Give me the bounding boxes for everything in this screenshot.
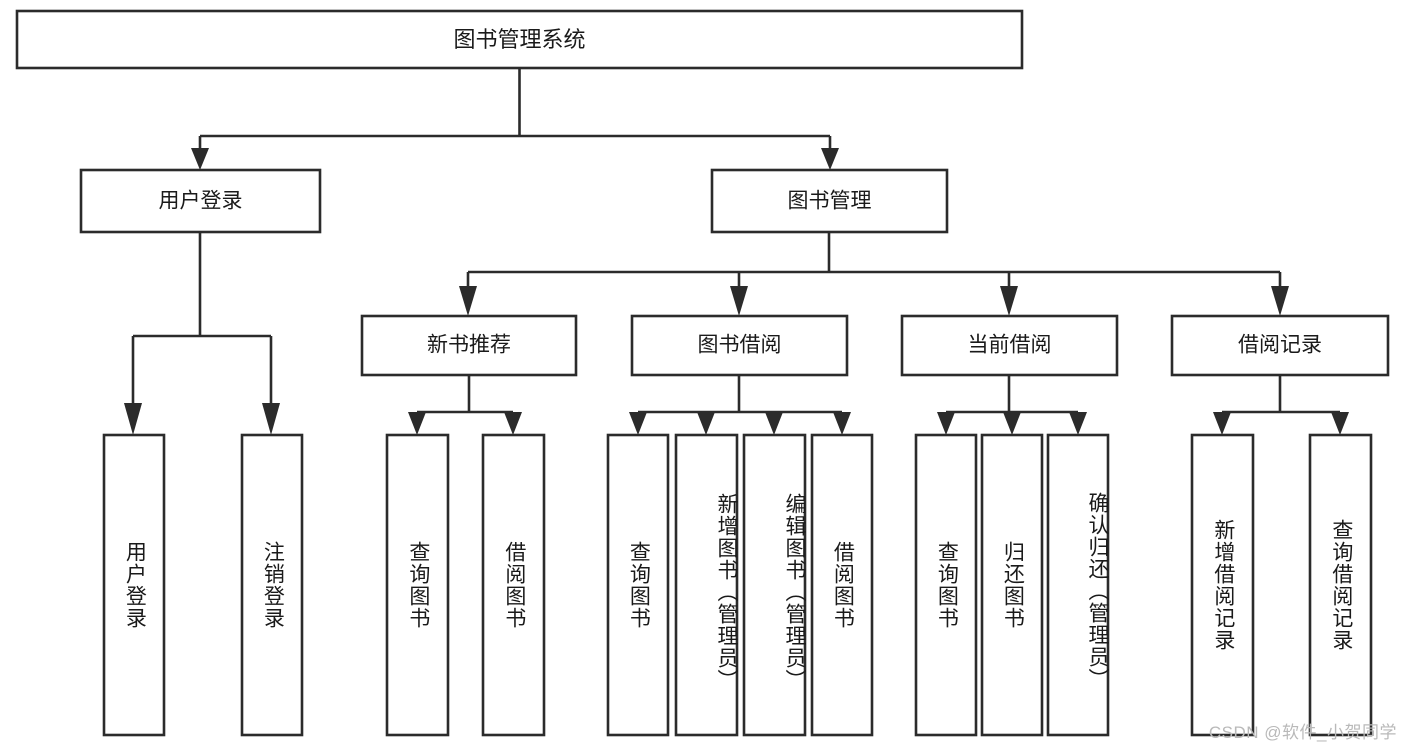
watermark-text: CSDN @软件_小贺同学: [1208, 723, 1397, 742]
node-borrow-record-box[interactable]: [1170, 314, 1390, 377]
arrow-head-icon: [124, 403, 142, 435]
arrow-head-icon: [629, 412, 647, 435]
leaf-logout-login-box[interactable]: [240, 433, 304, 737]
arrow-head-icon: [1213, 412, 1231, 435]
node-root-label: 图书管理系统: [453, 27, 585, 52]
node-borrow-record[interactable]: 借阅记录: [1170, 314, 1390, 377]
node-current-borrow-label: 当前借阅: [968, 334, 1052, 357]
arrow-head-icon: [1003, 412, 1021, 435]
leaf-borrow-book-2-box[interactable]: [810, 433, 874, 737]
arrow-head-icon: [765, 412, 783, 435]
leaf-add-book-box[interactable]: [674, 433, 739, 737]
arrow-head-icon: [937, 412, 955, 435]
leaf-query-book-2-box[interactable]: [606, 433, 670, 737]
leaf-borrow-book-1-box[interactable]: [481, 433, 546, 737]
arrow-head-icon: [833, 412, 851, 435]
arrow-head-icon: [262, 403, 280, 435]
node-book-borrow-label: 图书借阅: [698, 334, 782, 357]
arrow-head-icon: [1069, 412, 1087, 435]
arrow-head-icon: [1271, 286, 1289, 316]
node-borrow-record-label: 借阅记录: [1238, 334, 1322, 357]
node-root-box[interactable]: [15, 9, 1024, 70]
leaf-user-login-box[interactable]: [102, 433, 166, 737]
arrow-head-icon: [730, 286, 748, 316]
node-book-borrow-box[interactable]: [630, 314, 849, 377]
arrow-head-icon: [1331, 412, 1349, 435]
node-new-book-recommend-label: 新书推荐: [427, 334, 511, 357]
node-book-manage[interactable]: 图书管理: [710, 168, 949, 234]
leaf-query-borrow-record-box[interactable]: [1308, 433, 1373, 737]
arrow-head-icon: [191, 148, 209, 170]
node-new-book-recommend-box[interactable]: [360, 314, 578, 377]
arrow-head-icon: [408, 412, 426, 435]
leaf-return-book-box[interactable]: [980, 433, 1044, 737]
node-user-login[interactable]: 用户登录: [79, 168, 322, 234]
leaf-query-book-3-box[interactable]: [914, 433, 978, 737]
arrow-head-icon: [697, 412, 715, 435]
node-current-borrow-box[interactable]: [900, 314, 1119, 377]
leaf-edit-book-box[interactable]: [742, 433, 807, 737]
node-book-borrow[interactable]: 图书借阅: [630, 314, 849, 377]
arrow-head-icon: [1000, 286, 1018, 316]
node-book-manage-label: 图书管理: [788, 190, 872, 213]
node-user-login-label: 用户登录: [159, 190, 243, 213]
leaf-confirm-return-box[interactable]: [1046, 433, 1110, 737]
arrow-head-icon: [821, 148, 839, 170]
arrow-head-icon: [504, 412, 522, 435]
leaf-add-borrow-record-box[interactable]: [1190, 433, 1255, 737]
node-root[interactable]: 图书管理系统: [15, 9, 1024, 70]
node-new-book-recommend[interactable]: 新书推荐: [360, 314, 578, 377]
node-book-manage-box[interactable]: [710, 168, 949, 234]
arrow-head-icon: [459, 286, 477, 316]
node-current-borrow[interactable]: 当前借阅: [900, 314, 1119, 377]
leaf-query-book-1-box[interactable]: [385, 433, 450, 737]
